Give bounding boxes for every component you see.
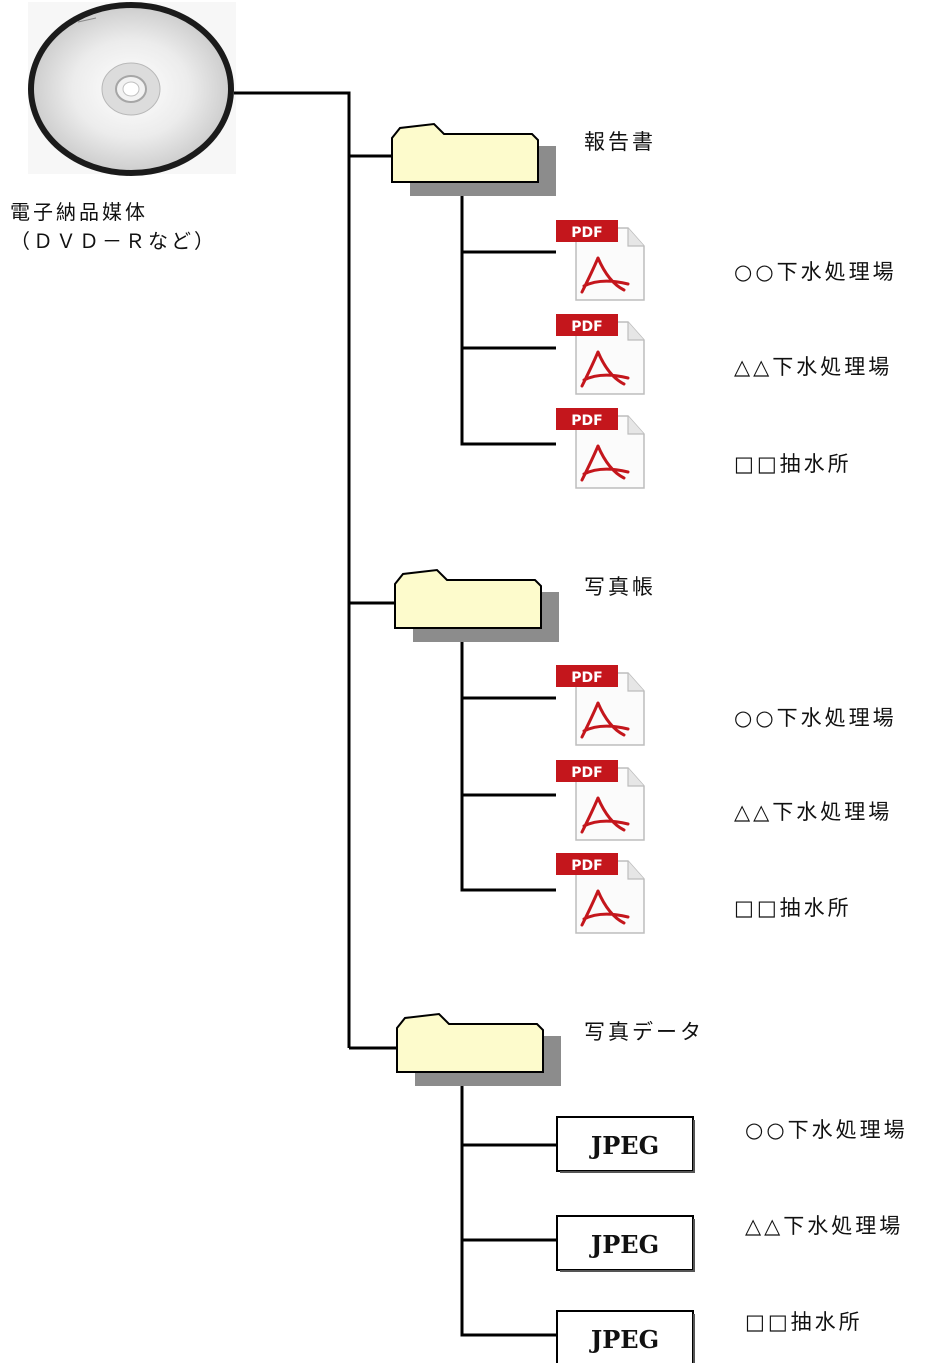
sub-trunk-line (460, 640, 556, 892)
trunk-line (234, 91, 351, 1048)
folder-icon (396, 1012, 561, 1086)
svg-text:PDF: PDF (571, 765, 602, 781)
svg-text:PDF: PDF (571, 413, 602, 429)
pdf-file-icon: PDF (556, 853, 645, 934)
jpeg-file-icon: JPEG (556, 1310, 695, 1363)
sub-trunk-line (460, 194, 556, 446)
folder-label-photobook: 写真帳 (584, 575, 656, 599)
file-label: △△下水処理場 (734, 355, 893, 379)
folder-icon (391, 122, 556, 196)
svg-text:PDF: PDF (571, 319, 602, 335)
pdf-file-icon: PDF (556, 665, 645, 746)
file-label: □□抽水所 (734, 452, 852, 476)
media-caption: 電子納品媒体 （ＤＶＤ－Ｒなど） (10, 198, 217, 256)
pdf-file-icon: PDF (556, 314, 645, 395)
pdf-file-icon: PDF (556, 760, 645, 841)
folder-nodes (391, 122, 561, 1086)
dvd-disc-icon (28, 2, 236, 176)
tree-connectors (234, 91, 557, 1337)
svg-text:JPEG: JPEG (589, 1131, 659, 1160)
svg-text:PDF: PDF (571, 858, 602, 874)
file-label: ○○下水処理場 (745, 1118, 908, 1142)
svg-text:JPEG: JPEG (589, 1325, 659, 1354)
svg-text:PDF: PDF (571, 670, 602, 686)
media-type-note: （ＤＶＤ－Ｒなど） (10, 229, 217, 253)
jpeg-file-icon: JPEG (556, 1116, 695, 1173)
folder-icon (394, 568, 559, 642)
svg-text:JPEG: JPEG (589, 1230, 659, 1259)
pdf-file-icon: PDF (556, 220, 645, 301)
jpeg-file-icon: JPEG (556, 1215, 695, 1272)
file-label: □□抽水所 (734, 896, 852, 920)
file-label: △△下水処理場 (745, 1214, 904, 1238)
svg-text:PDF: PDF (571, 225, 602, 241)
file-label: ○○下水処理場 (734, 706, 897, 730)
file-nodes: PDF PDF PDF PDF PDF PDF JPEG JPEG JPEG (556, 220, 695, 1363)
file-label: ○○下水処理場 (734, 260, 897, 284)
folder-label-photodata: 写真データ (584, 1020, 704, 1044)
file-label: △△下水処理場 (734, 800, 893, 824)
pdf-file-icon: PDF (556, 408, 645, 489)
media-name: 電子納品媒体 (10, 200, 148, 224)
file-label: □□抽水所 (745, 1310, 863, 1334)
folder-label-report: 報告書 (584, 130, 656, 154)
sub-trunk-line (460, 1084, 557, 1337)
